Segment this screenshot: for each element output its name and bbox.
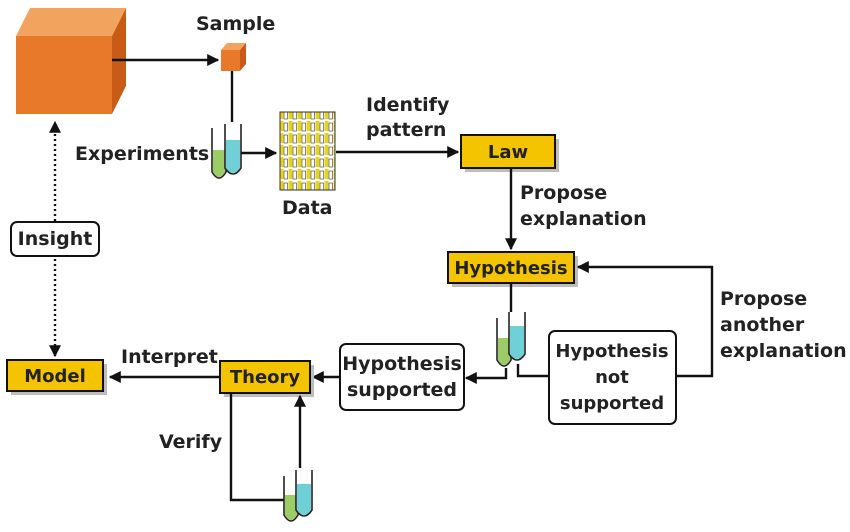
law-box	[460, 134, 556, 169]
theory-box	[219, 360, 311, 394]
test-to-supported-arrow	[464, 368, 508, 384]
hypothesis-not-supported-box	[548, 330, 677, 425]
verify-test-tubes-icon	[283, 470, 313, 522]
propose-another-line1: Propose	[720, 288, 807, 310]
experiment-test-tubes-icon	[211, 124, 242, 179]
hypothesis-supported-line1: Hypothesis	[342, 353, 462, 375]
sample-cube-icon	[221, 43, 246, 71]
material-cube-icon	[16, 8, 126, 114]
hypothesis-not-supported-line1: Hypothesis	[555, 341, 668, 362]
hypothesis-supported-line2: supported	[347, 379, 457, 401]
propose-another-loop-arrow	[576, 261, 714, 378]
law-label: Law	[488, 142, 528, 163]
explanation-label: explanation	[520, 208, 647, 230]
hypothesis-label: Hypothesis	[454, 258, 567, 279]
insight-box	[10, 221, 100, 257]
hypothesis-box	[447, 251, 575, 284]
interpret-label: Interpret	[121, 346, 218, 368]
verify-loop-line	[229, 393, 290, 502]
propose-another-line2: another	[720, 314, 805, 336]
insight-label: Insight	[18, 228, 93, 250]
hypothesis-not-supported-line2: not	[595, 367, 629, 388]
propose-label: Propose	[520, 182, 607, 204]
hypothesis-test-tubes-icon	[496, 312, 526, 367]
model-box	[6, 359, 104, 392]
data-label: Data	[282, 197, 333, 219]
sample-label: Sample	[196, 13, 275, 35]
pattern-label: pattern	[366, 119, 446, 141]
data-grid-icon	[279, 111, 336, 191]
theory-label: Theory	[230, 367, 301, 388]
hypothesis-not-supported-line3: supported	[560, 393, 664, 414]
experiments-label: Experiments	[75, 143, 209, 165]
propose-another-line3: explanation	[720, 340, 847, 362]
identify-label: Identify	[366, 94, 450, 116]
test-to-not-supported-line	[516, 364, 549, 378]
verify-label: Verify	[159, 431, 223, 453]
model-label: Model	[24, 366, 86, 387]
